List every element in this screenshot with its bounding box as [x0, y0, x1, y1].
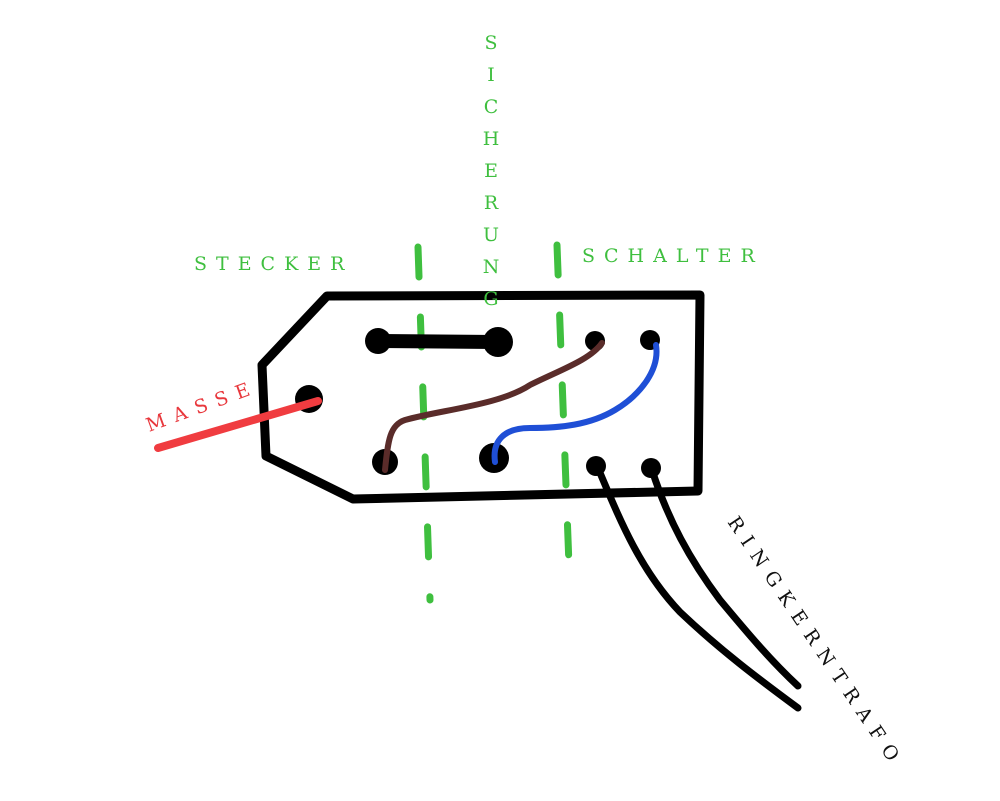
sicherung-label: SICHERUNG: [480, 32, 502, 320]
brown-wire: [382, 340, 605, 473]
ringkerntrafo-label: RINGKERNTRAFO: [723, 512, 908, 772]
connector-pin-right: [483, 327, 513, 357]
ground-wire: [154, 397, 322, 452]
schalter-label: SCHALTER: [582, 245, 764, 267]
divider-line-right: [553, 241, 574, 596]
stecker-label: STECKER: [194, 253, 353, 275]
masse-label: MASSE: [143, 376, 261, 437]
divider-line-left: [414, 243, 434, 604]
connector-pin-left: [365, 328, 391, 354]
blue-wire: [491, 342, 660, 465]
housing-outline: [257, 290, 705, 504]
transformer-wire-1: [594, 464, 802, 712]
connector-bridge: [373, 334, 503, 349]
transformer-wire-2: [648, 466, 802, 690]
